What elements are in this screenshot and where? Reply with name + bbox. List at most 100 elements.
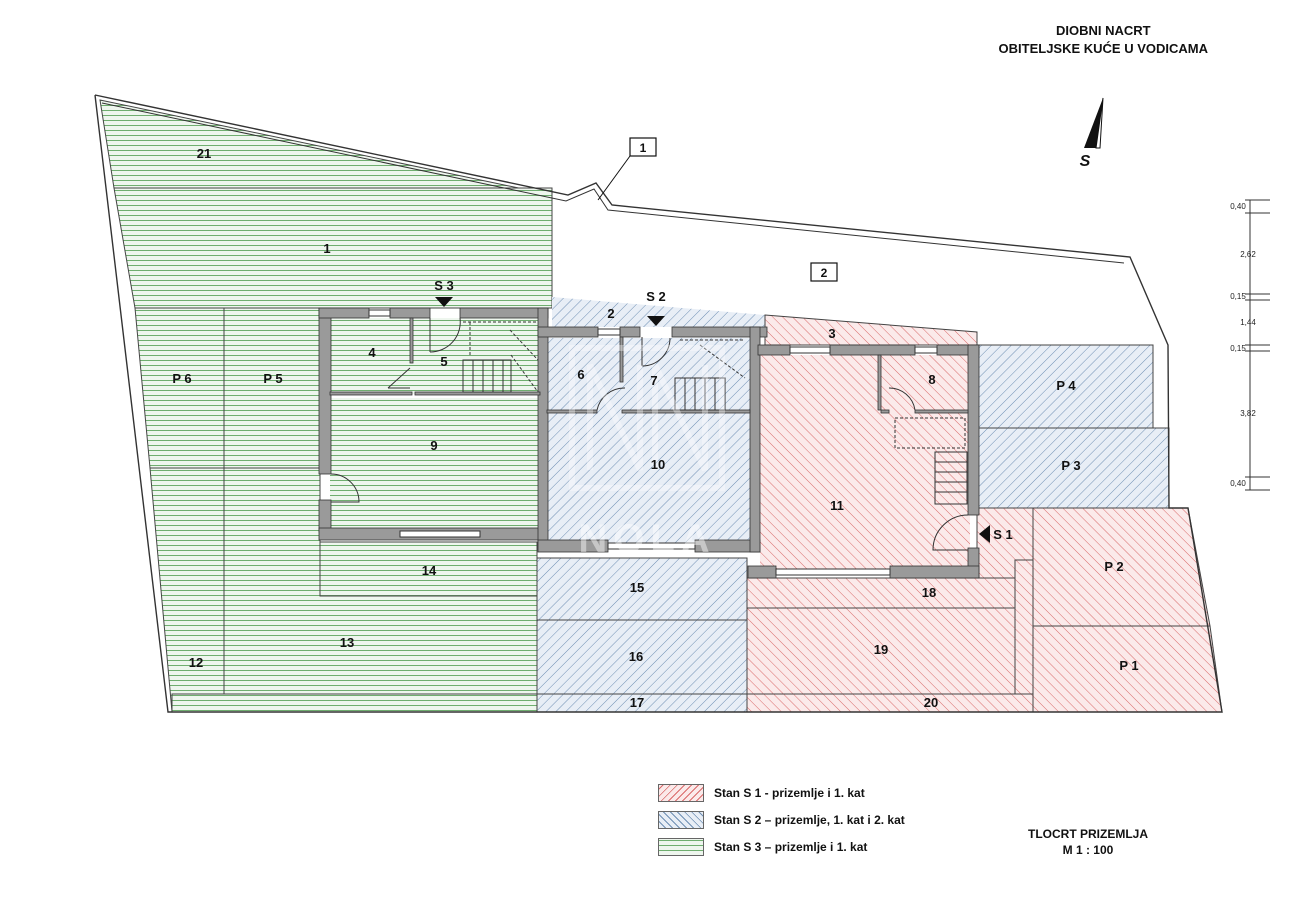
- legend-swatch-s1: [658, 784, 704, 802]
- box-label-1-leader: [597, 155, 631, 201]
- room-7: [622, 338, 750, 413]
- label-11: 11: [830, 498, 844, 513]
- drawing-title: DIOBNI NACRT OBITELJSKE KUĆE U VODICAMA: [999, 22, 1208, 58]
- label-19: 19: [874, 642, 888, 657]
- label-7: 7: [650, 373, 657, 388]
- legend-swatch-s3: [658, 838, 704, 856]
- legend-label-s1: Stan S 1 - prizemlje i 1. kat: [714, 786, 865, 800]
- area-p6: [134, 307, 225, 469]
- area-labels: 21 1 P 6 P 5 4 5 9 14 13 12 2 6 7 10 15 …: [172, 146, 1138, 710]
- area-18: [746, 577, 1016, 609]
- area-passage: [1014, 559, 1034, 695]
- label-9: 9: [430, 438, 437, 453]
- label-6: 6: [577, 367, 584, 382]
- label-16: 16: [629, 649, 643, 664]
- legend-label-s3: Stan S 3 – prizemlje i 1. kat: [714, 840, 868, 854]
- label-5: 5: [440, 354, 447, 369]
- label-p1: P 1: [1119, 658, 1138, 673]
- label-p3: P 3: [1061, 458, 1080, 473]
- label-p2: P 2: [1104, 559, 1123, 574]
- room-6: [547, 338, 622, 413]
- box-label-1-frame: [629, 137, 657, 157]
- entrance-s3-label: S 3: [434, 278, 454, 293]
- drawing-title-line2: OBITELJSKE KUĆE U VODICAMA: [998, 41, 1208, 56]
- area-21: [99, 99, 553, 196]
- legend-item-s3: Stan S 3 – prizemlje i 1. kat: [658, 836, 905, 858]
- plot-boundary-inner: [101, 102, 1125, 264]
- area-p5: [223, 307, 321, 469]
- area-p4: [976, 344, 1154, 429]
- room-10: [547, 413, 750, 548]
- room-9: [330, 398, 540, 528]
- area-12-strip: [171, 693, 538, 713]
- area-19: [746, 607, 1016, 695]
- label-p5: P 5: [263, 371, 282, 386]
- label-15: 15: [630, 580, 644, 595]
- label-4: 4: [368, 345, 376, 360]
- entrance-s3-arrow: [435, 297, 453, 307]
- area-2-entry: [552, 297, 765, 327]
- legend-item-s1: Stan S 1 - prizemlje i 1. kat: [658, 782, 905, 804]
- doors: [330, 317, 969, 551]
- area-14: [319, 541, 538, 597]
- legend-label-s2: Stan S 2 – prizemlje, 1. kat i 2. kat: [714, 813, 905, 827]
- plot-boundary: [94, 94, 1223, 713]
- dim-2: 0,15: [1230, 292, 1246, 301]
- dimension-values: 0,40 2,62 0,15 1,44 0,15 3,82 0,40: [1230, 202, 1256, 488]
- label-p4: P 4: [1056, 378, 1076, 393]
- drawing-title-line1: DIOBNI NACRT: [1055, 23, 1151, 38]
- box-label-1: 1: [640, 141, 647, 155]
- label-18: 18: [922, 585, 936, 600]
- entrance-s1-label: S 1: [993, 527, 1013, 542]
- label-21: 21: [197, 146, 211, 161]
- dim-6: 0,40: [1230, 479, 1246, 488]
- label-3: 3: [828, 326, 835, 341]
- area-20: [746, 693, 1034, 713]
- label-14: 14: [422, 563, 437, 578]
- box-label-2: 2: [821, 266, 828, 280]
- dimension-line: [1245, 199, 1270, 491]
- area-12: [149, 467, 225, 713]
- label-10: 10: [651, 457, 665, 472]
- area-3: [764, 314, 978, 346]
- area-16: [536, 619, 748, 695]
- label-1: 1: [323, 241, 330, 256]
- label-8: 8: [928, 372, 935, 387]
- legend-item-s2: Stan S 2 – prizemlje, 1. kat i 2. kat: [658, 809, 905, 831]
- north-arrow-icon: [1084, 97, 1104, 149]
- zone-s3: [99, 99, 553, 713]
- label-20: 20: [924, 695, 938, 710]
- dim-3: 1,44: [1240, 318, 1256, 327]
- dim-4: 0,15: [1230, 344, 1246, 353]
- room-5: [415, 318, 540, 394]
- scale-block: TLOCRT PRIZEMLJA M 1 : 100: [1000, 826, 1176, 858]
- area-p3: [976, 427, 1170, 509]
- entrance-s1-arrow: [979, 525, 990, 543]
- legend-swatch-s2: [658, 811, 704, 829]
- stairs: [462, 321, 968, 505]
- entrance-markers: [435, 297, 990, 543]
- windows: [368, 309, 938, 576]
- label-2: 2: [607, 306, 614, 321]
- room-4: [330, 318, 415, 394]
- dim-5: 3,82: [1240, 409, 1256, 418]
- box-label-2-frame: [810, 262, 838, 282]
- dim-1: 2,62: [1240, 250, 1256, 259]
- scale-title: TLOCRT PRIZEMLJA: [1028, 827, 1148, 841]
- area-1: [113, 187, 553, 309]
- label-p6: P 6: [172, 371, 191, 386]
- zone-s2: [536, 297, 1170, 713]
- watermark-logo: [569, 345, 725, 491]
- label-12: 12: [189, 655, 203, 670]
- scale-value: M 1 : 100: [1062, 843, 1114, 857]
- watermark-text: NOLA: [578, 517, 715, 561]
- north-label: S: [1080, 153, 1091, 170]
- label-13: 13: [340, 635, 354, 650]
- label-17: 17: [630, 695, 644, 710]
- legend: Stan S 1 - prizemlje i 1. kat Stan S 2 –…: [658, 782, 905, 863]
- area-15: [536, 557, 748, 621]
- entrance-s2-label: S 2: [646, 289, 666, 304]
- zone-s1: [746, 314, 1223, 713]
- entrance-s2-arrow: [647, 316, 665, 326]
